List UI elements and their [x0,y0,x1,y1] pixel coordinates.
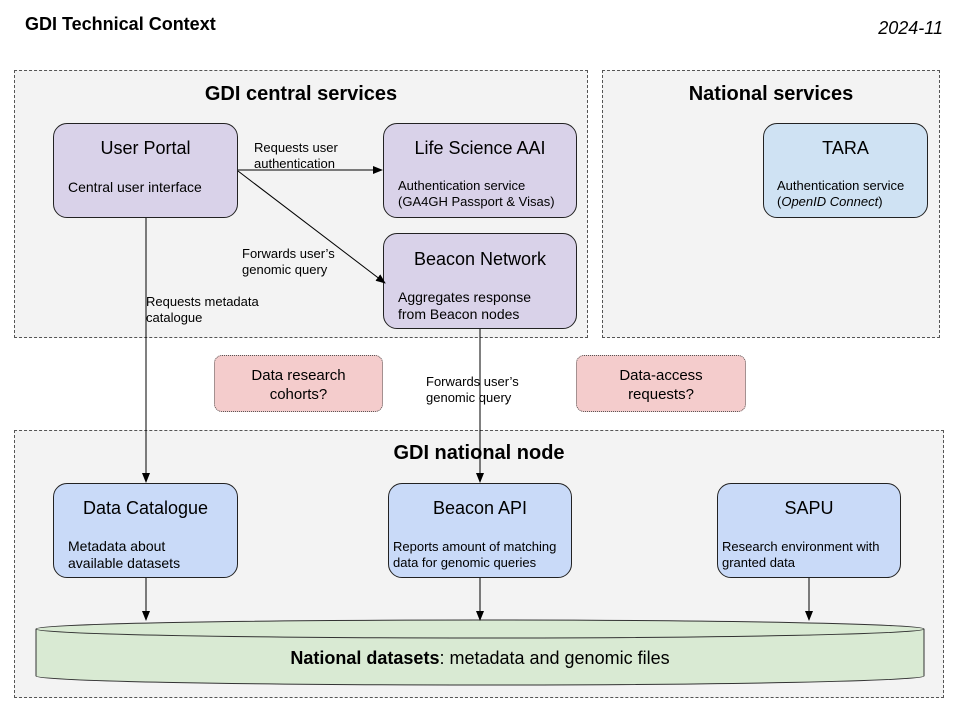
desc-line: data for genomic queries [393,555,537,570]
question-text: Data research cohorts? [251,367,346,403]
user-portal-box[interactable]: User Portal Central user interface [53,123,238,218]
desc-line: granted data [722,555,796,570]
desc-line: Authentication service [398,178,526,193]
box-desc: Research environment with granted data [722,539,880,571]
box-title: TARA [822,138,869,158]
box-desc: Central user interface [68,179,202,195]
edge-label-requests-auth: Requests user authentication [254,140,338,171]
desc-line: available datasets [68,555,181,571]
sapu-box[interactable]: SAPU Research environment with granted d… [717,483,901,578]
date-label: 2024-11 [878,18,943,38]
box-title: Beacon Network [413,249,547,269]
desc-line: from Beacon nodes [398,306,520,322]
data-access-requests-box: Data-access requests? [576,355,746,412]
desc-line: Research environment with [722,539,880,554]
desc-line: Aggregates response [398,289,532,305]
page-title: GDI Technical Context [25,14,216,34]
data-research-cohorts-box: Data research cohorts? [214,355,383,412]
box-desc: Aggregates response from Beacon nodes [398,289,531,323]
desc-line: (OpenID Connect) [777,194,883,209]
region-title: GDI central services [204,83,398,105]
region-title: National services [688,83,854,105]
box-desc: Authentication service (OpenID Connect) [777,178,904,210]
data-catalogue-box[interactable]: Data Catalogue Metadata about available … [53,483,238,578]
box-title: Data Catalogue [82,498,209,518]
desc-line: Metadata about [68,538,166,554]
desc-line: Reports amount of matching [393,539,557,554]
box-desc: Metadata about available datasets [68,538,180,572]
region-title: GDI national node [393,442,565,464]
life-science-aai-box[interactable]: Life Science AAI Authentication service … [383,123,577,218]
beacon-network-box[interactable]: Beacon Network Aggregates response from … [383,233,577,329]
box-desc: Authentication service (GA4GH Passport &… [398,178,555,210]
box-title: User Portal [100,138,191,158]
desc-line: (GA4GH Passport & Visas) [398,194,555,209]
box-title: SAPU [784,498,834,518]
edge-label-requests-metadata: Requests metadata catalogue [146,294,259,325]
edge-label-forwards-query-beacon: Forwards user’s genomic query [426,374,519,405]
box-desc: Reports amount of matching data for geno… [393,539,556,571]
national-datasets-label: National datasets: metadata and genomic … [290,648,670,668]
beacon-api-box[interactable]: Beacon API Reports amount of matching da… [388,483,572,578]
box-title: Life Science AAI [414,138,546,158]
tara-box[interactable]: TARA Authentication service (OpenID Conn… [763,123,928,218]
box-title: Beacon API [432,498,528,518]
edge-label-forwards-query: Forwards user’s genomic query [242,246,335,277]
arrow-portal-to-beacon-network [237,170,386,284]
desc-line: Authentication service [777,178,905,193]
question-text: Data-access requests? [619,367,703,403]
national-datasets-cylinder [35,619,925,686]
